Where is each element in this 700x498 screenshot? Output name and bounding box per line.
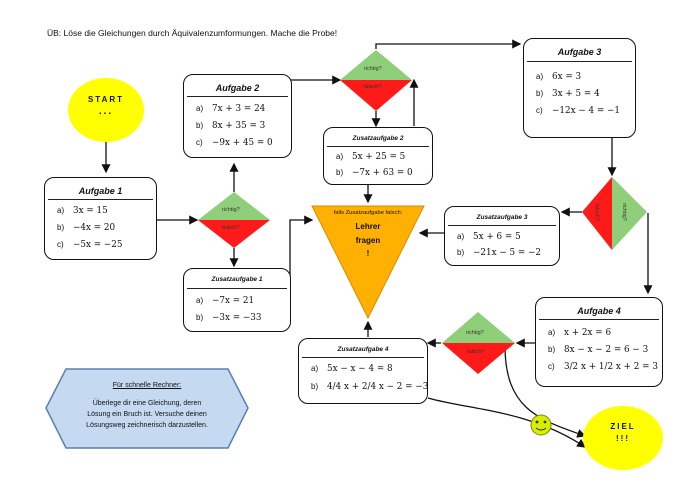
check2-wrong-label: falsch? xyxy=(364,84,382,90)
task-item: c)−12x − 4 = −1 xyxy=(536,106,621,116)
goal-circle: ZIEL !!! xyxy=(583,406,663,470)
task-box-1: Aufgabe 1 a)3x = 15 b)−4x = 20 c)−5x = −… xyxy=(44,177,157,260)
task-title: Aufgabe 4 xyxy=(577,306,621,316)
goal-label: ZIEL xyxy=(610,422,636,431)
teacher-triangle xyxy=(311,205,425,320)
check3-wrong-label: falsch? xyxy=(593,203,600,221)
fast-learner-title: Für schnelle Rechner: xyxy=(112,382,182,389)
arrow-extra4-to-goal xyxy=(427,397,587,448)
task-box-2: Aufgabe 2 a)7x + 3 = 24 b)8x + 35 = 3 c)… xyxy=(183,74,292,158)
task-item: b)−3x = −33 xyxy=(196,313,262,323)
task-box-4: Aufgabe 4 a)x + 2x = 6 b)8x − x − 2 = 6 … xyxy=(535,297,663,387)
task-title: Aufgabe 3 xyxy=(557,47,602,57)
task-item: c)−5x = −25 xyxy=(57,240,123,250)
teacher-line3: ! xyxy=(366,249,370,258)
extra-box-2: Zusatzaufgabe 2 a)5x + 25 = 5 b)−7x + 63… xyxy=(323,127,433,185)
task-item: b)8x − x − 2 = 6 − 3 xyxy=(548,345,649,355)
extra-box-1: Zusatzaufgabe 1 a)−7x = 21 b)−3x = −33 xyxy=(183,268,291,332)
task-item: a)5x − x − 4 = 8 xyxy=(311,364,393,374)
task-item: b)−7x + 63 = 0 xyxy=(336,168,413,178)
extra-title: Zusatzaufgabe 1 xyxy=(211,276,263,283)
start-dots: ... xyxy=(98,106,114,117)
task-title: Aufgabe 2 xyxy=(215,83,260,93)
task-item: b)−21x − 5 = −2 xyxy=(457,248,542,258)
task-item: b)8x + 35 = 3 xyxy=(196,121,266,131)
extra-title: Zusatzaufgabe 2 xyxy=(352,135,404,142)
instruction-text: ÜB: Löse die Gleichungen durch Äquivalen… xyxy=(47,28,338,38)
teacher-line2: fragen xyxy=(355,236,381,245)
task-item: b)−4x = 20 xyxy=(57,223,116,233)
task-item: a)7x + 3 = 24 xyxy=(196,104,266,114)
fast-learner-hexagon xyxy=(45,368,249,449)
fast-learner-line2: Lösung ein Bruch ist. Versuche deinen xyxy=(87,411,207,418)
extra-box-3: Zusatzaufgabe 3 a)5x + 6 = 5 b)−21x − 5 … xyxy=(444,206,560,266)
task-title: Aufgabe 1 xyxy=(78,186,123,196)
task-item: a)6x = 3 xyxy=(536,72,582,82)
arrow-extra1-to-teacher xyxy=(289,215,314,290)
extra-title: Zusatzaufgabe 4 xyxy=(337,346,389,353)
task-item: b)4/4 x + 2/4 x − 2 = −3 xyxy=(311,382,429,392)
teacher-line1: Lehrer xyxy=(355,222,381,231)
check-diamond-1 xyxy=(198,192,270,248)
extra-title: Zusatzaufgabe 3 xyxy=(476,214,528,221)
teacher-note: falls Zusatzaufgabe falsch: xyxy=(333,210,403,216)
task-item: a)x + 2x = 6 xyxy=(548,328,612,338)
check4-correct-label: richtig? xyxy=(466,330,484,336)
start-label: START xyxy=(87,95,125,104)
task-item: a)3x = 15 xyxy=(57,206,108,216)
task-item: a)5x + 25 = 5 xyxy=(336,152,406,162)
check-diamond-4 xyxy=(442,312,515,374)
fast-learner-line1: Überlege dir eine Gleichung, deren xyxy=(92,400,202,407)
start-circle: START ... xyxy=(68,78,144,142)
check1-wrong-label: falsch? xyxy=(222,225,240,231)
check4-wrong-label: falsch? xyxy=(467,349,485,355)
arrow-check2-to-task3 xyxy=(375,39,522,49)
goal-marks: !!! xyxy=(616,434,630,443)
check3-correct-label: richtig? xyxy=(620,203,627,221)
arrow-check4-to-goal xyxy=(504,345,587,438)
check-diamond-3 xyxy=(582,177,647,250)
task-item: a)−7x = 21 xyxy=(196,296,255,306)
task-item: c)3/2 x + 1/2 x + 2 = 3 xyxy=(548,362,658,372)
check2-correct-label: richtig? xyxy=(364,66,382,72)
task-item: a)5x + 6 = 5 xyxy=(457,232,521,242)
task-item: b)3x + 5 = 4 xyxy=(536,89,600,99)
task-item: c)−9x + 45 = 0 xyxy=(196,138,273,148)
check-diamond-2 xyxy=(340,50,412,111)
fast-learner-line3: Lösungsweg zeichnerisch darzustellen. xyxy=(86,422,208,429)
task-box-3: Aufgabe 3 a)6x = 3 b)3x + 5 = 4 c)−12x −… xyxy=(523,38,636,138)
check1-correct-label: richtig? xyxy=(222,207,240,213)
extra-box-4: Zusatzaufgabe 4 a)5x − x − 4 = 8 b)4/4 x… xyxy=(298,338,428,404)
smiley-icon xyxy=(530,414,552,436)
